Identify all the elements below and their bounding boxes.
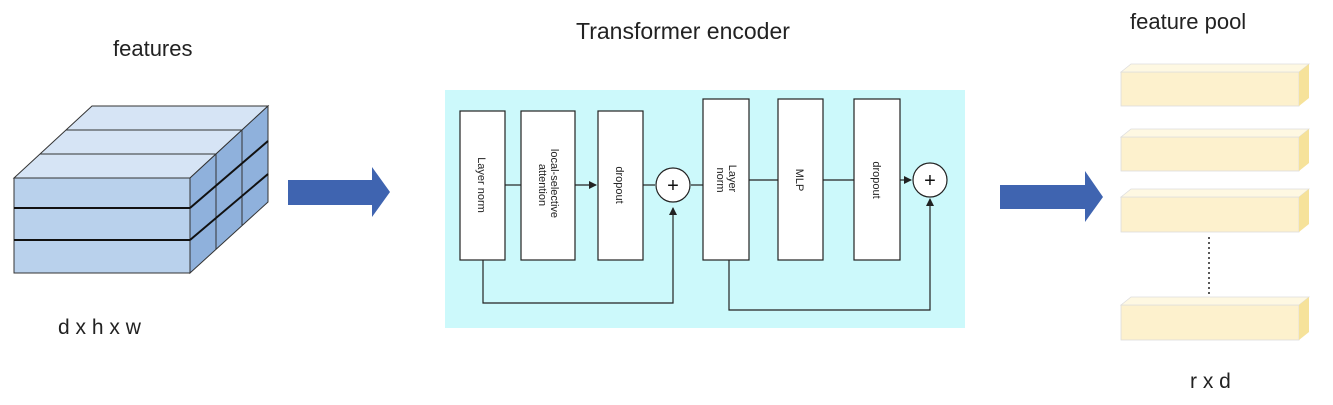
block-layer-norm-1: Layer norm xyxy=(459,110,506,261)
feature-cube xyxy=(12,104,270,275)
block-dropout-1: dropout xyxy=(597,110,644,261)
add-node-1: + xyxy=(655,167,691,203)
cube-front-face xyxy=(13,177,191,274)
arrow-encoder-to-pool xyxy=(1000,171,1103,222)
block-mlp: MLP xyxy=(777,98,824,261)
pool-title: feature pool xyxy=(1130,9,1247,34)
layer-norm-2-label: Layer norm xyxy=(714,165,738,196)
pool-slab xyxy=(1119,128,1311,172)
add-node-2: + xyxy=(912,162,948,198)
mlp-label: MLP xyxy=(793,169,805,192)
pool-dims: r x d xyxy=(1190,370,1231,393)
dropout-2-label: dropout xyxy=(870,161,882,198)
layer-norm-1-label: Layer norm xyxy=(475,157,487,213)
block-dropout-2: dropout xyxy=(853,98,901,261)
pool-slab xyxy=(1119,63,1311,107)
pool-slab xyxy=(1119,296,1311,341)
encoder-title: Transformer encoder xyxy=(576,18,790,44)
block-layer-norm-2: Layer norm xyxy=(702,98,750,261)
residual-connection-2 xyxy=(728,198,934,311)
residual-connection-1 xyxy=(482,207,677,304)
pool-slab xyxy=(1119,188,1311,233)
attention-label: local-selective attention xyxy=(536,149,560,221)
block-local-selective-attention: local-selective attention xyxy=(520,110,576,261)
arrow-features-to-encoder xyxy=(288,167,390,217)
svg-text:+: + xyxy=(667,175,679,197)
dropout-1-label: dropout xyxy=(613,166,625,203)
features-title: features xyxy=(113,36,193,61)
svg-text:+: + xyxy=(924,170,936,192)
features-dims: d x h x w xyxy=(58,316,141,339)
